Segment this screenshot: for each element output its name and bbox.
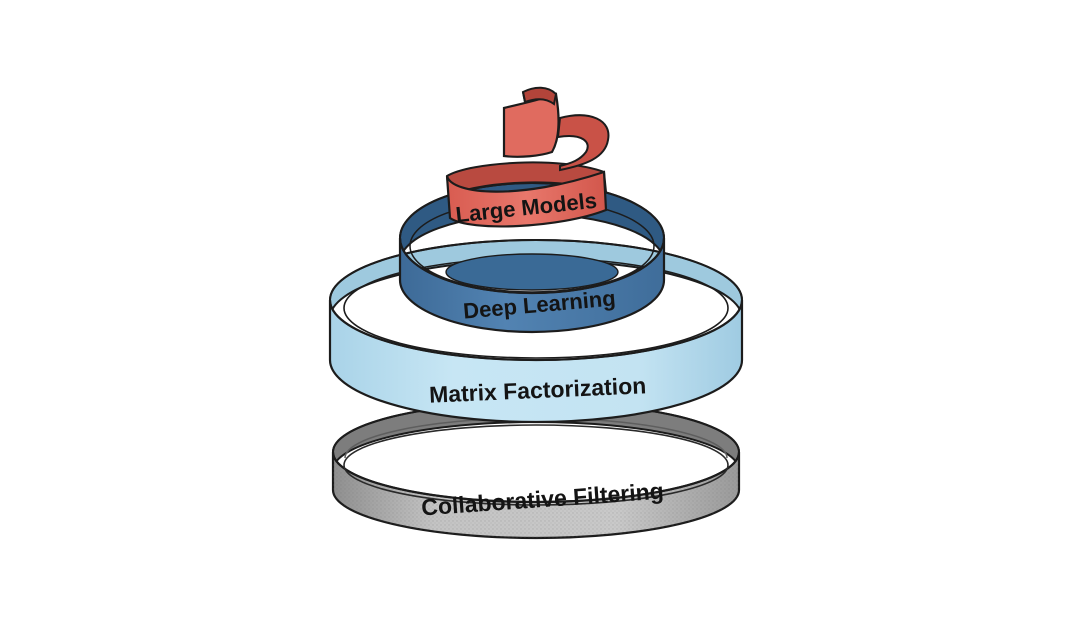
collaborative-filtering-ring: Collaborative Filtering (331, 401, 741, 540)
matrix-factorization-ring: Matrix Factorization (328, 239, 744, 424)
large-models-spiral: Large Models (445, 86, 610, 228)
